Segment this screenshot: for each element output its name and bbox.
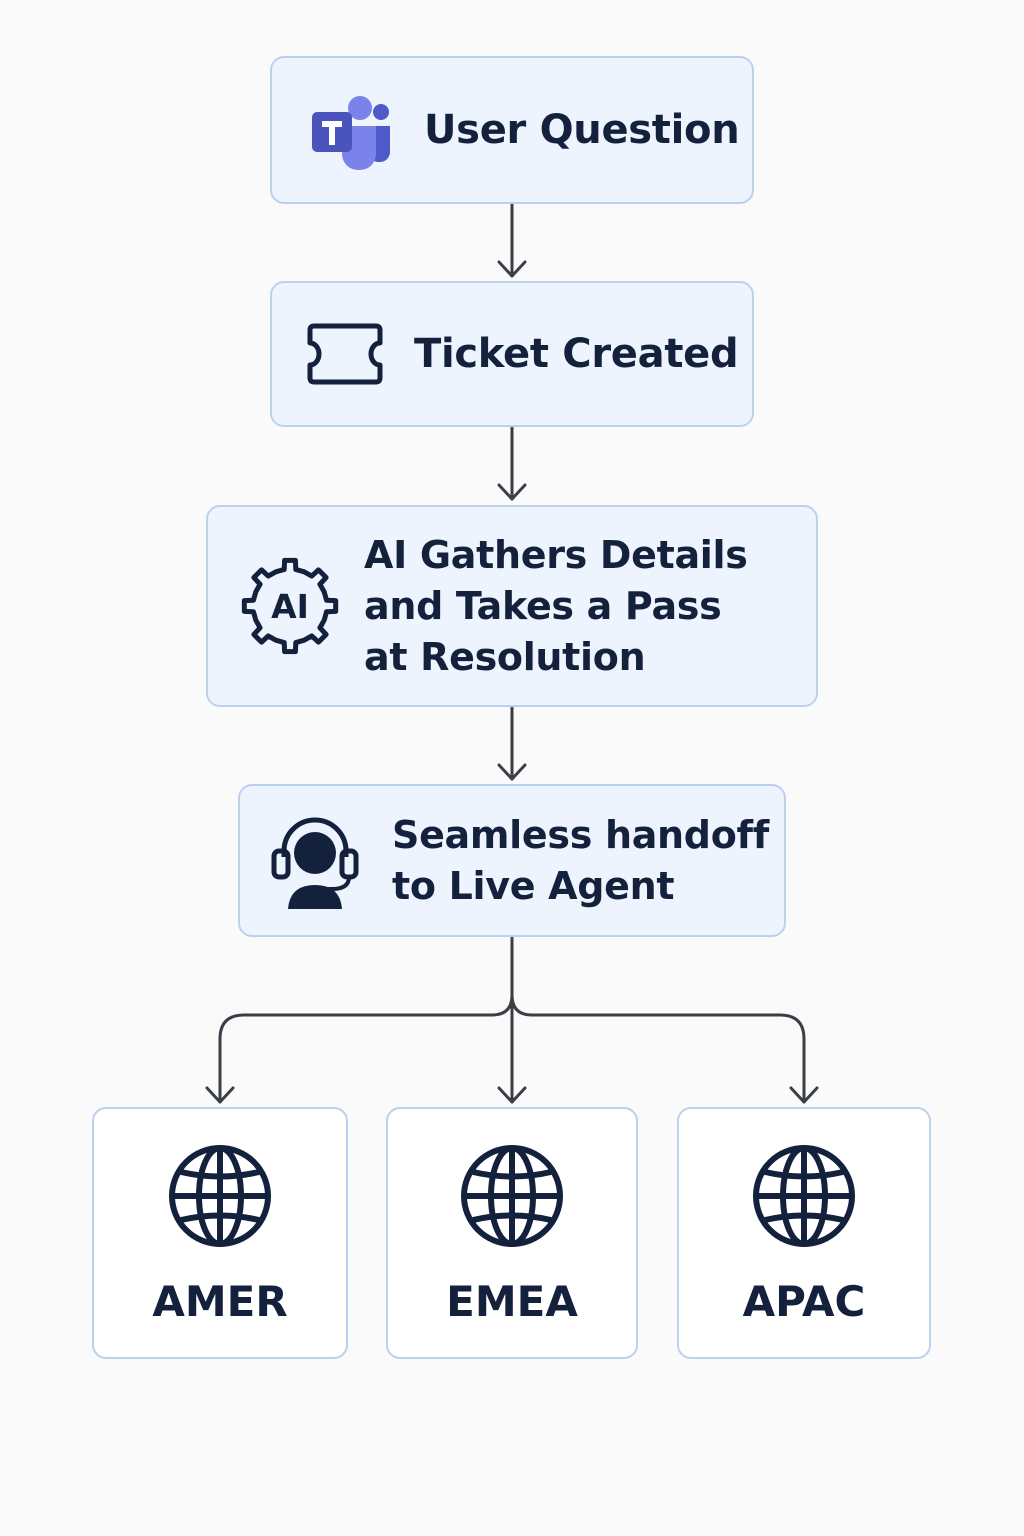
region-label: AMER (152, 1277, 288, 1326)
svg-text:AI: AI (271, 587, 309, 626)
ticket-icon (306, 321, 384, 387)
region-label: EMEA (446, 1277, 578, 1326)
node-ai-gathers-details: AI AI Gathers Details and Takes a Pass a… (206, 505, 818, 707)
region-emea: EMEA (386, 1107, 638, 1359)
arrow-handoff-to-amer (205, 936, 514, 1104)
globe-icon (753, 1145, 855, 1247)
node-user-question: User Question (270, 56, 754, 204)
arrow-handoff-to-emea (497, 998, 527, 1104)
node-live-agent-handoff: Seamless handoff to Live Agent (238, 784, 786, 937)
globe-icon (169, 1145, 271, 1247)
node-label: Seamless handoff to Live Agent (392, 812, 769, 908)
arrow-handoff-to-apac (510, 993, 819, 1104)
node-label: Ticket Created (414, 330, 739, 377)
node-label: AI Gathers Details and Takes a Pass at R… (364, 532, 748, 679)
teams-logo-icon (308, 88, 392, 172)
arrow-ticket-to-ai (497, 426, 527, 501)
region-apac: APAC (677, 1107, 931, 1359)
globe-icon (461, 1145, 563, 1247)
ai-gear-icon: AI (240, 556, 340, 656)
node-ticket-created: Ticket Created (270, 281, 754, 427)
headset-agent-icon (270, 813, 360, 909)
node-label: User Question (424, 106, 740, 153)
arrow-ai-to-handoff (497, 706, 527, 781)
region-amer: AMER (92, 1107, 348, 1359)
arrow-question-to-ticket (497, 203, 527, 278)
region-label: APAC (742, 1277, 866, 1326)
